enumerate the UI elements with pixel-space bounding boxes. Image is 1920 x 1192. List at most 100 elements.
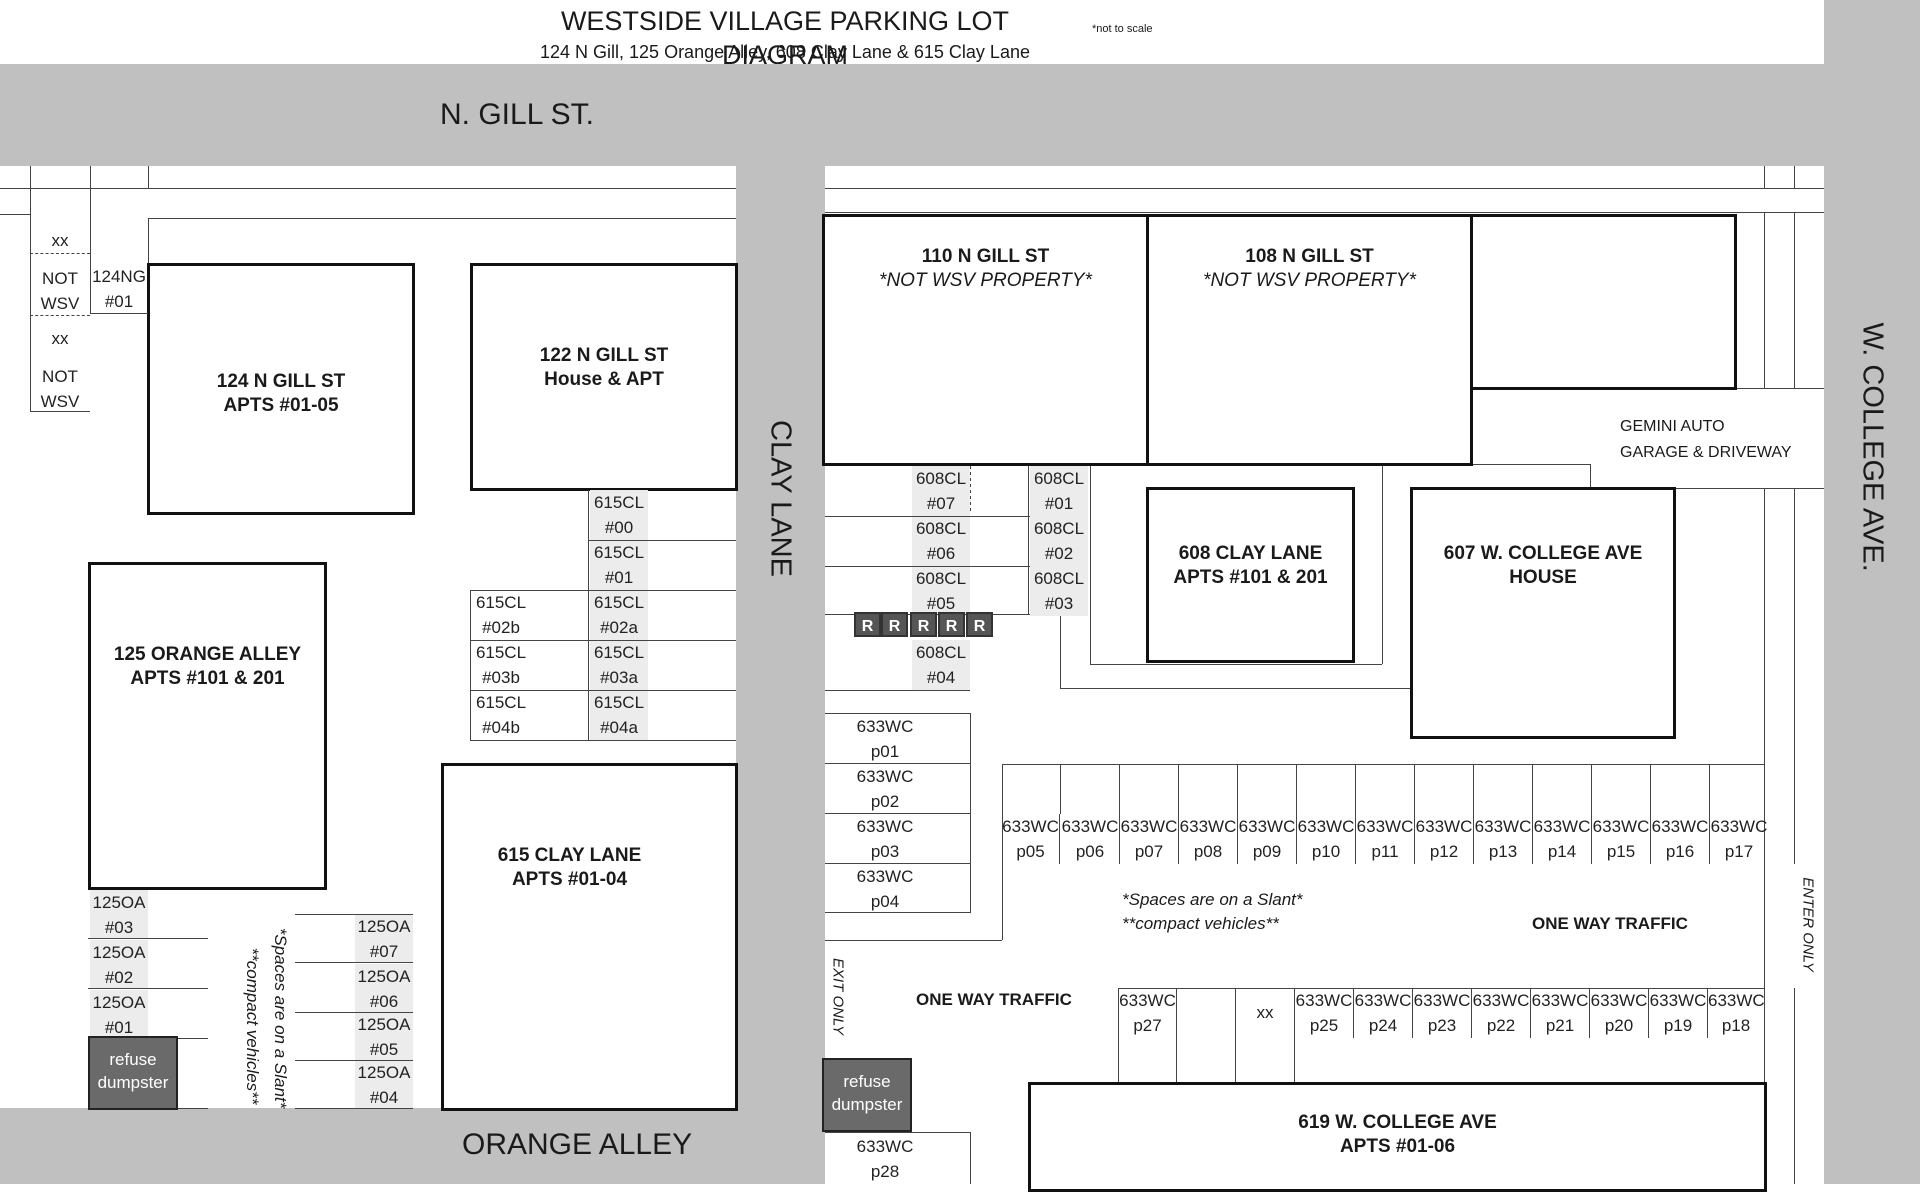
parking-space: 608CL #02 xyxy=(1030,516,1088,566)
lot-line xyxy=(825,212,1824,213)
parking-space xyxy=(1176,988,1235,1038)
parking-space: 615CL #04a xyxy=(590,690,648,740)
compact-note-vertical: **compact vehicles** xyxy=(243,947,262,1105)
lot-line xyxy=(1090,464,1091,664)
lot-line xyxy=(90,166,91,313)
lot-line xyxy=(825,188,1824,189)
scale-note: *not to scale xyxy=(1092,23,1153,35)
clay-lane-street xyxy=(736,166,825,1184)
exit-only-label: EXIT ONLY xyxy=(829,958,847,1035)
one-way-traffic-right: ONE WAY TRAFFIC xyxy=(1532,914,1688,933)
parking-space: 633WC p24 xyxy=(1353,988,1412,1038)
lot-line xyxy=(970,713,971,913)
parking-space: 615CL #02a xyxy=(590,590,648,640)
lot-line xyxy=(825,813,971,814)
lot-line xyxy=(470,740,736,741)
w-college-label: W. COLLEGE AVE. xyxy=(1856,322,1889,572)
refuse-dumpster: refuse dumpster xyxy=(88,1036,178,1110)
parking-space: 633WC p25 xyxy=(1294,988,1353,1038)
lot-line xyxy=(588,540,736,541)
lot-line xyxy=(1028,466,1029,614)
parking-space: xx xyxy=(1235,1000,1294,1050)
reserved-space: R xyxy=(966,612,993,637)
parking-space: 125OA #05 xyxy=(355,1012,413,1060)
lot-line xyxy=(148,218,149,264)
parking-space: 125OA #06 xyxy=(355,964,413,1012)
building-unlabeled xyxy=(1470,214,1737,390)
lot-line xyxy=(1060,688,1412,689)
lot-line xyxy=(88,988,208,989)
refuse-dumpster: refuse dumpster xyxy=(822,1058,912,1132)
parking-space: 633WC p13 xyxy=(1474,814,1533,864)
lot-line xyxy=(1294,988,1295,1082)
clay-lane-label: CLAY LANE xyxy=(764,420,797,577)
parking-space: 633WC p19 xyxy=(1648,988,1707,1038)
reserved-space: R xyxy=(910,612,937,637)
lot-line xyxy=(1590,464,1591,488)
lot-line xyxy=(1118,988,1764,989)
lot-line xyxy=(295,1060,413,1061)
lot-line xyxy=(970,466,971,512)
parking-space: 633WC p06 xyxy=(1061,814,1120,864)
lot-line xyxy=(1764,166,1765,188)
parking-space: 125OA #04 xyxy=(355,1060,413,1108)
parking-space: 633WC p03 xyxy=(856,817,914,861)
lot-line xyxy=(825,763,971,764)
lot-line xyxy=(148,218,736,219)
lot-line xyxy=(470,690,736,691)
lot-line xyxy=(970,1132,971,1184)
building-110-n-gill: 110 N GILL ST*NOT WSV PROPERTY* xyxy=(822,214,1149,466)
lot-line xyxy=(825,863,971,864)
lot-line xyxy=(825,713,971,714)
parking-space: 633WC p10 xyxy=(1297,814,1356,864)
parking-space: 633WC p01 xyxy=(856,717,914,761)
lot-line xyxy=(1764,212,1765,388)
lot-line xyxy=(295,914,413,915)
parking-space: 633WC p27 xyxy=(1118,988,1176,1038)
orange-alley-street xyxy=(0,1108,825,1184)
parking-space: 608CL #04 xyxy=(912,640,970,690)
building-108-n-gill: 108 N GILL ST*NOT WSV PROPERTY* xyxy=(1146,214,1473,466)
parking-space: 633WC p12 xyxy=(1415,814,1474,864)
lot-line xyxy=(1118,988,1119,1082)
lot-line xyxy=(1090,664,1382,665)
lot-line xyxy=(88,938,208,939)
lot-line xyxy=(295,1108,413,1109)
lot-line xyxy=(0,214,30,215)
n-gill-label: N. GILL ST. xyxy=(440,98,594,131)
wc-bottom-row: 633WC p27 xx 633WC p25 633WC p24 633WC p… xyxy=(1118,988,1764,1082)
lot-line xyxy=(295,1012,413,1013)
lot-line xyxy=(1764,864,1765,988)
parking-space: 615CL #04b xyxy=(475,693,527,737)
parking-space: 633WC p04 xyxy=(856,867,914,911)
slant-note: *Spaces are on a Slant* xyxy=(1122,890,1303,909)
reserved-space: R xyxy=(881,612,908,637)
parking-space: 125OA #02 xyxy=(90,940,148,988)
parking-space: 608CL #03 xyxy=(1030,566,1088,616)
n-gill-street xyxy=(0,64,1824,166)
lot-line xyxy=(1794,212,1795,388)
parking-space: 633WC p17 xyxy=(1710,817,1768,861)
compact-note: **compact vehicles** xyxy=(1122,914,1279,933)
lot-line xyxy=(825,1132,971,1133)
parking-space: 633WC p07 xyxy=(1120,814,1179,864)
parking-space: 615CL #02b xyxy=(475,593,527,637)
lot-line xyxy=(825,912,971,913)
reserved-space: R xyxy=(854,612,881,637)
parking-space: 633WC p16 xyxy=(1651,814,1710,864)
lot-line xyxy=(1060,612,1061,688)
lot-line xyxy=(1794,488,1795,864)
lot-line xyxy=(1794,166,1795,188)
parking-space: 608CL #01 xyxy=(1030,466,1088,516)
parking-space: 608CL #05 xyxy=(912,566,970,616)
parking-space: NOT WSV xyxy=(30,364,90,412)
lot-line xyxy=(176,1108,208,1109)
lot-line xyxy=(1764,488,1765,864)
parking-space: 125OA #01 xyxy=(90,990,148,1038)
parking-space: 633WC p15 xyxy=(1592,814,1651,864)
parking-space: 633WC p14 xyxy=(1533,814,1592,864)
